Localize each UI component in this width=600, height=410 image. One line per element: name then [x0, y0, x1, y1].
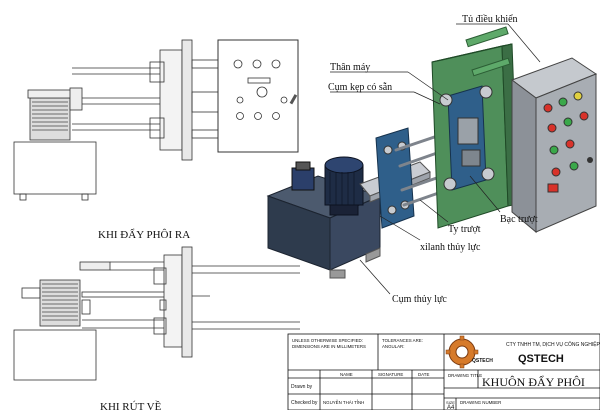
angular-label: ANGULAR: [382, 344, 404, 349]
drawing-number-label: DRAWING NUMBER [460, 400, 501, 405]
callout-control-cabinet: Tủ điều khiển [462, 14, 518, 25]
col-signature: SIGNATURE [378, 372, 403, 377]
company-name: CTY TNHH TM, DỊCH VỤ CÔNG NGHIỆP [506, 340, 600, 348]
title-block [287, 333, 600, 410]
callout-clamp-assembly: Cụm kẹp có sẵn [328, 82, 392, 93]
callout-hydraulic-unit: Cụm thủy lực [392, 294, 447, 305]
size-label: SIZE [446, 400, 455, 405]
callout-guide-bushing: Bạc trượt [500, 214, 538, 225]
col-date: DATE [418, 372, 429, 377]
company-logo: QSTECH [445, 335, 493, 369]
drawn-by-label: Drawn by [291, 384, 313, 390]
top-view-push-out [13, 39, 299, 201]
checked-by-label: Checked by [291, 400, 318, 406]
tolerances-label: TOLERANCES ARE: [382, 338, 423, 343]
clamp-assembly [439, 85, 495, 191]
hydraulic-unit [266, 156, 382, 279]
callout-leaders [330, 23, 541, 295]
brand-name: QSTECH [518, 353, 564, 365]
callout-hydraulic-cylinder: xilanh thủy lực [420, 242, 481, 253]
front-plate [375, 127, 415, 229]
view-label-push-out: KHI ĐẨY PHÔI RA [98, 228, 190, 241]
view-label-retract: KHI RÚT VỀ [100, 400, 162, 410]
top-view-retract [13, 246, 300, 381]
callout-slide-rod: Ty trượt [448, 224, 481, 235]
notes-text: UNLESS OTHERWISE SPECIFIED: DIMENSIONS A… [292, 338, 366, 349]
drawing-title-label: DRAWING TITLE [448, 373, 482, 378]
callout-machine-body: Thân máy [330, 62, 370, 73]
checked-by-name: NGUYỄN THÁI TỈNH [323, 400, 364, 405]
drawing-title: KHUÔN ĐẨY PHÔI [482, 374, 585, 389]
col-name: NAME [340, 372, 353, 377]
control-cabinet [510, 57, 598, 234]
size-value: A4 [447, 405, 455, 410]
logo-text: QSTECH [472, 358, 493, 364]
